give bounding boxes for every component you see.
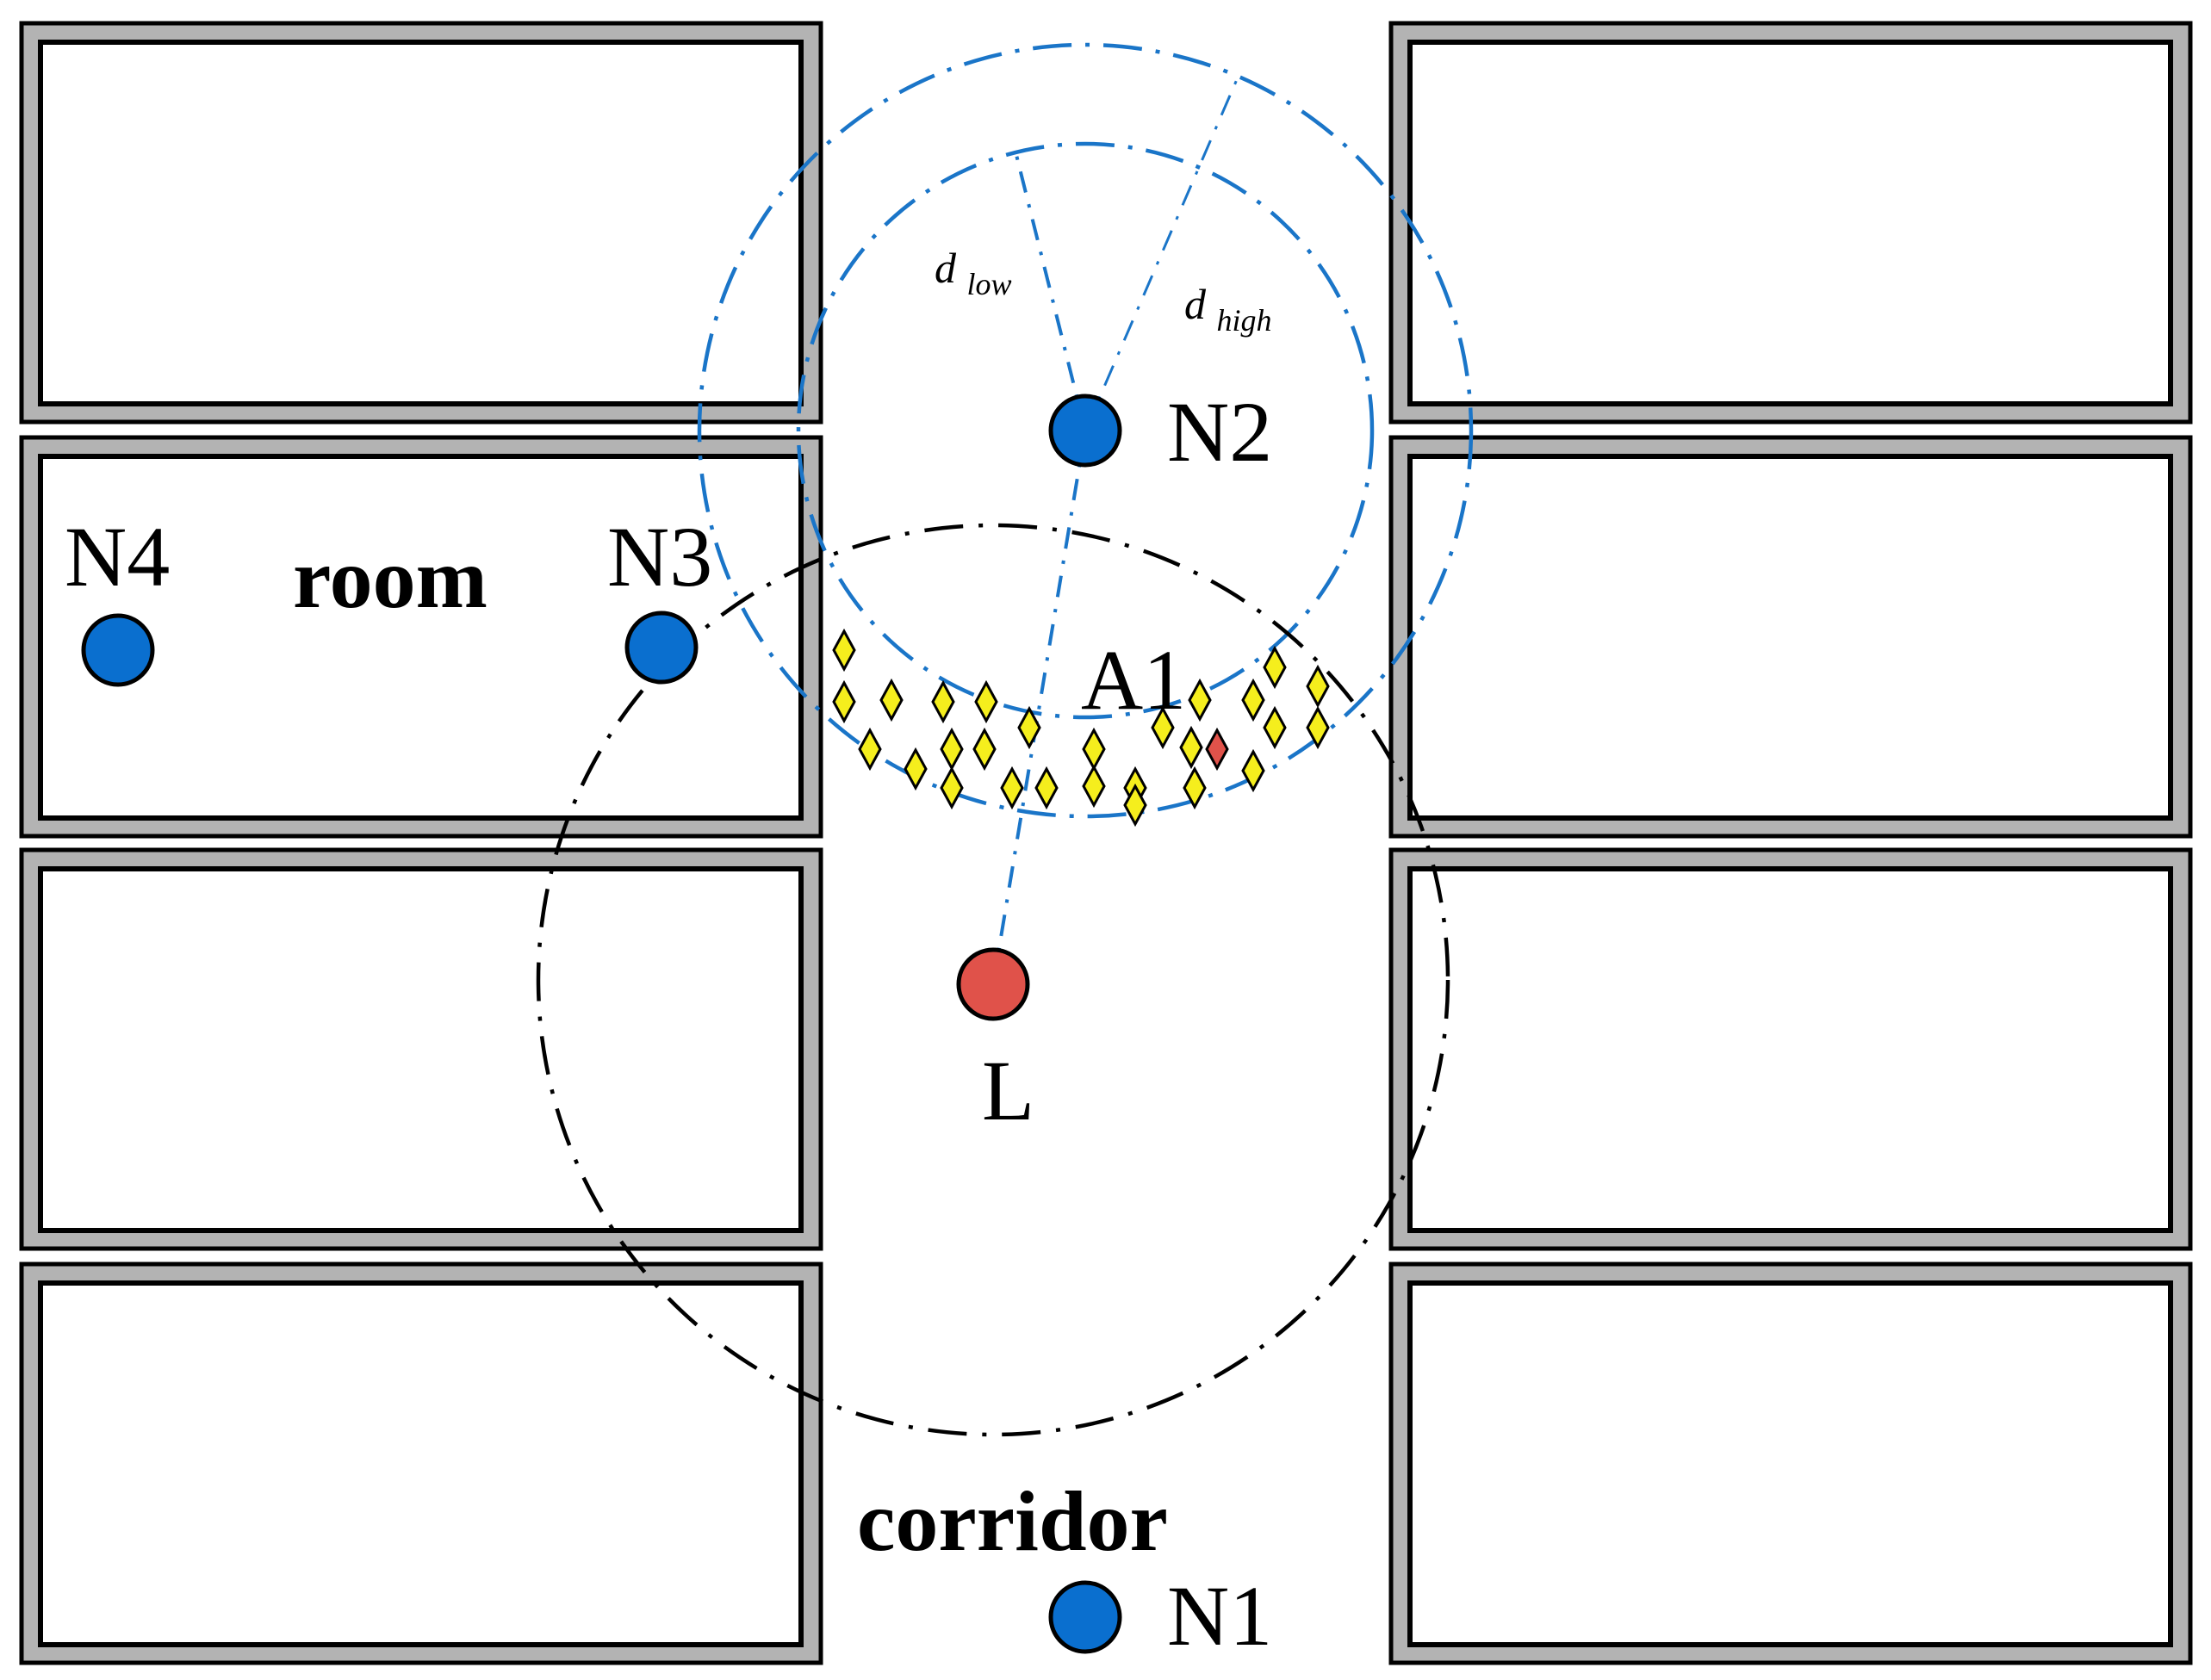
coverage-circle (536, 523, 1450, 1437)
d-high-symbol: d (1184, 280, 1207, 328)
radius-line-low (1015, 154, 1087, 431)
room-right-4 (1388, 1262, 2193, 1665)
candidate-point (858, 727, 882, 772)
candidate-points (832, 628, 1330, 828)
candidate-point (940, 727, 964, 772)
rooms-right (1388, 21, 2193, 1665)
candidate-point (931, 679, 955, 724)
candidate-point (972, 727, 997, 772)
d-high-subscript: high (1217, 303, 1272, 338)
room-left-3 (19, 847, 823, 1251)
node-n4 (81, 613, 155, 687)
candidate-point (1306, 664, 1330, 709)
node-n4-label: N4 (65, 509, 170, 604)
node-n2-label: N2 (1167, 384, 1272, 480)
d-high-label: d high (1184, 280, 1272, 338)
candidate-point (1306, 705, 1330, 750)
room-left-4 (19, 1262, 823, 1665)
d-low-symbol: d (935, 244, 957, 292)
candidate-point (1082, 764, 1106, 809)
node-n3 (624, 611, 699, 685)
range-circle-low (796, 141, 1375, 720)
candidate-point (1241, 678, 1265, 722)
node-l (956, 947, 1030, 1021)
room-label: room (293, 530, 488, 626)
rooms-left (19, 21, 823, 1665)
corridor-label: corridor (857, 1473, 1168, 1569)
candidate-point (1017, 705, 1041, 750)
node-n1 (1048, 1580, 1122, 1654)
area-a1-label: A1 (1081, 632, 1186, 728)
candidate-point (940, 766, 964, 810)
link-line-n2-to-l (991, 430, 1087, 985)
candidate-point (1151, 705, 1175, 750)
candidate-point (832, 628, 856, 673)
node-l-label: L (982, 1043, 1034, 1138)
range-circle-high (697, 42, 1474, 819)
candidate-point (1241, 748, 1265, 793)
candidate-point (1188, 678, 1212, 722)
candidate-point (832, 679, 856, 724)
candidate-point (879, 678, 904, 722)
candidate-point (974, 679, 998, 724)
estimated-point (1205, 727, 1229, 772)
node-n1-label: N1 (1167, 1568, 1272, 1664)
candidate-point (1000, 766, 1024, 810)
room-right-2 (1388, 435, 2193, 839)
candidate-point (1034, 766, 1059, 810)
node-n2 (1048, 394, 1122, 468)
candidate-point (1123, 783, 1147, 828)
candidate-point (904, 747, 928, 791)
d-low-subscript: low (967, 267, 1012, 301)
room-right-3 (1388, 847, 2193, 1251)
d-low-label: d low (935, 244, 1012, 301)
candidate-point (1263, 645, 1287, 690)
candidate-point (1179, 725, 1203, 770)
room-right-1 (1388, 21, 2193, 425)
node-n3-label: N3 (607, 509, 712, 604)
candidate-point (1263, 705, 1287, 750)
room-left-1 (19, 21, 823, 425)
candidate-point (1082, 727, 1106, 772)
candidate-point (1183, 766, 1207, 810)
radius-line-high (1084, 77, 1239, 431)
